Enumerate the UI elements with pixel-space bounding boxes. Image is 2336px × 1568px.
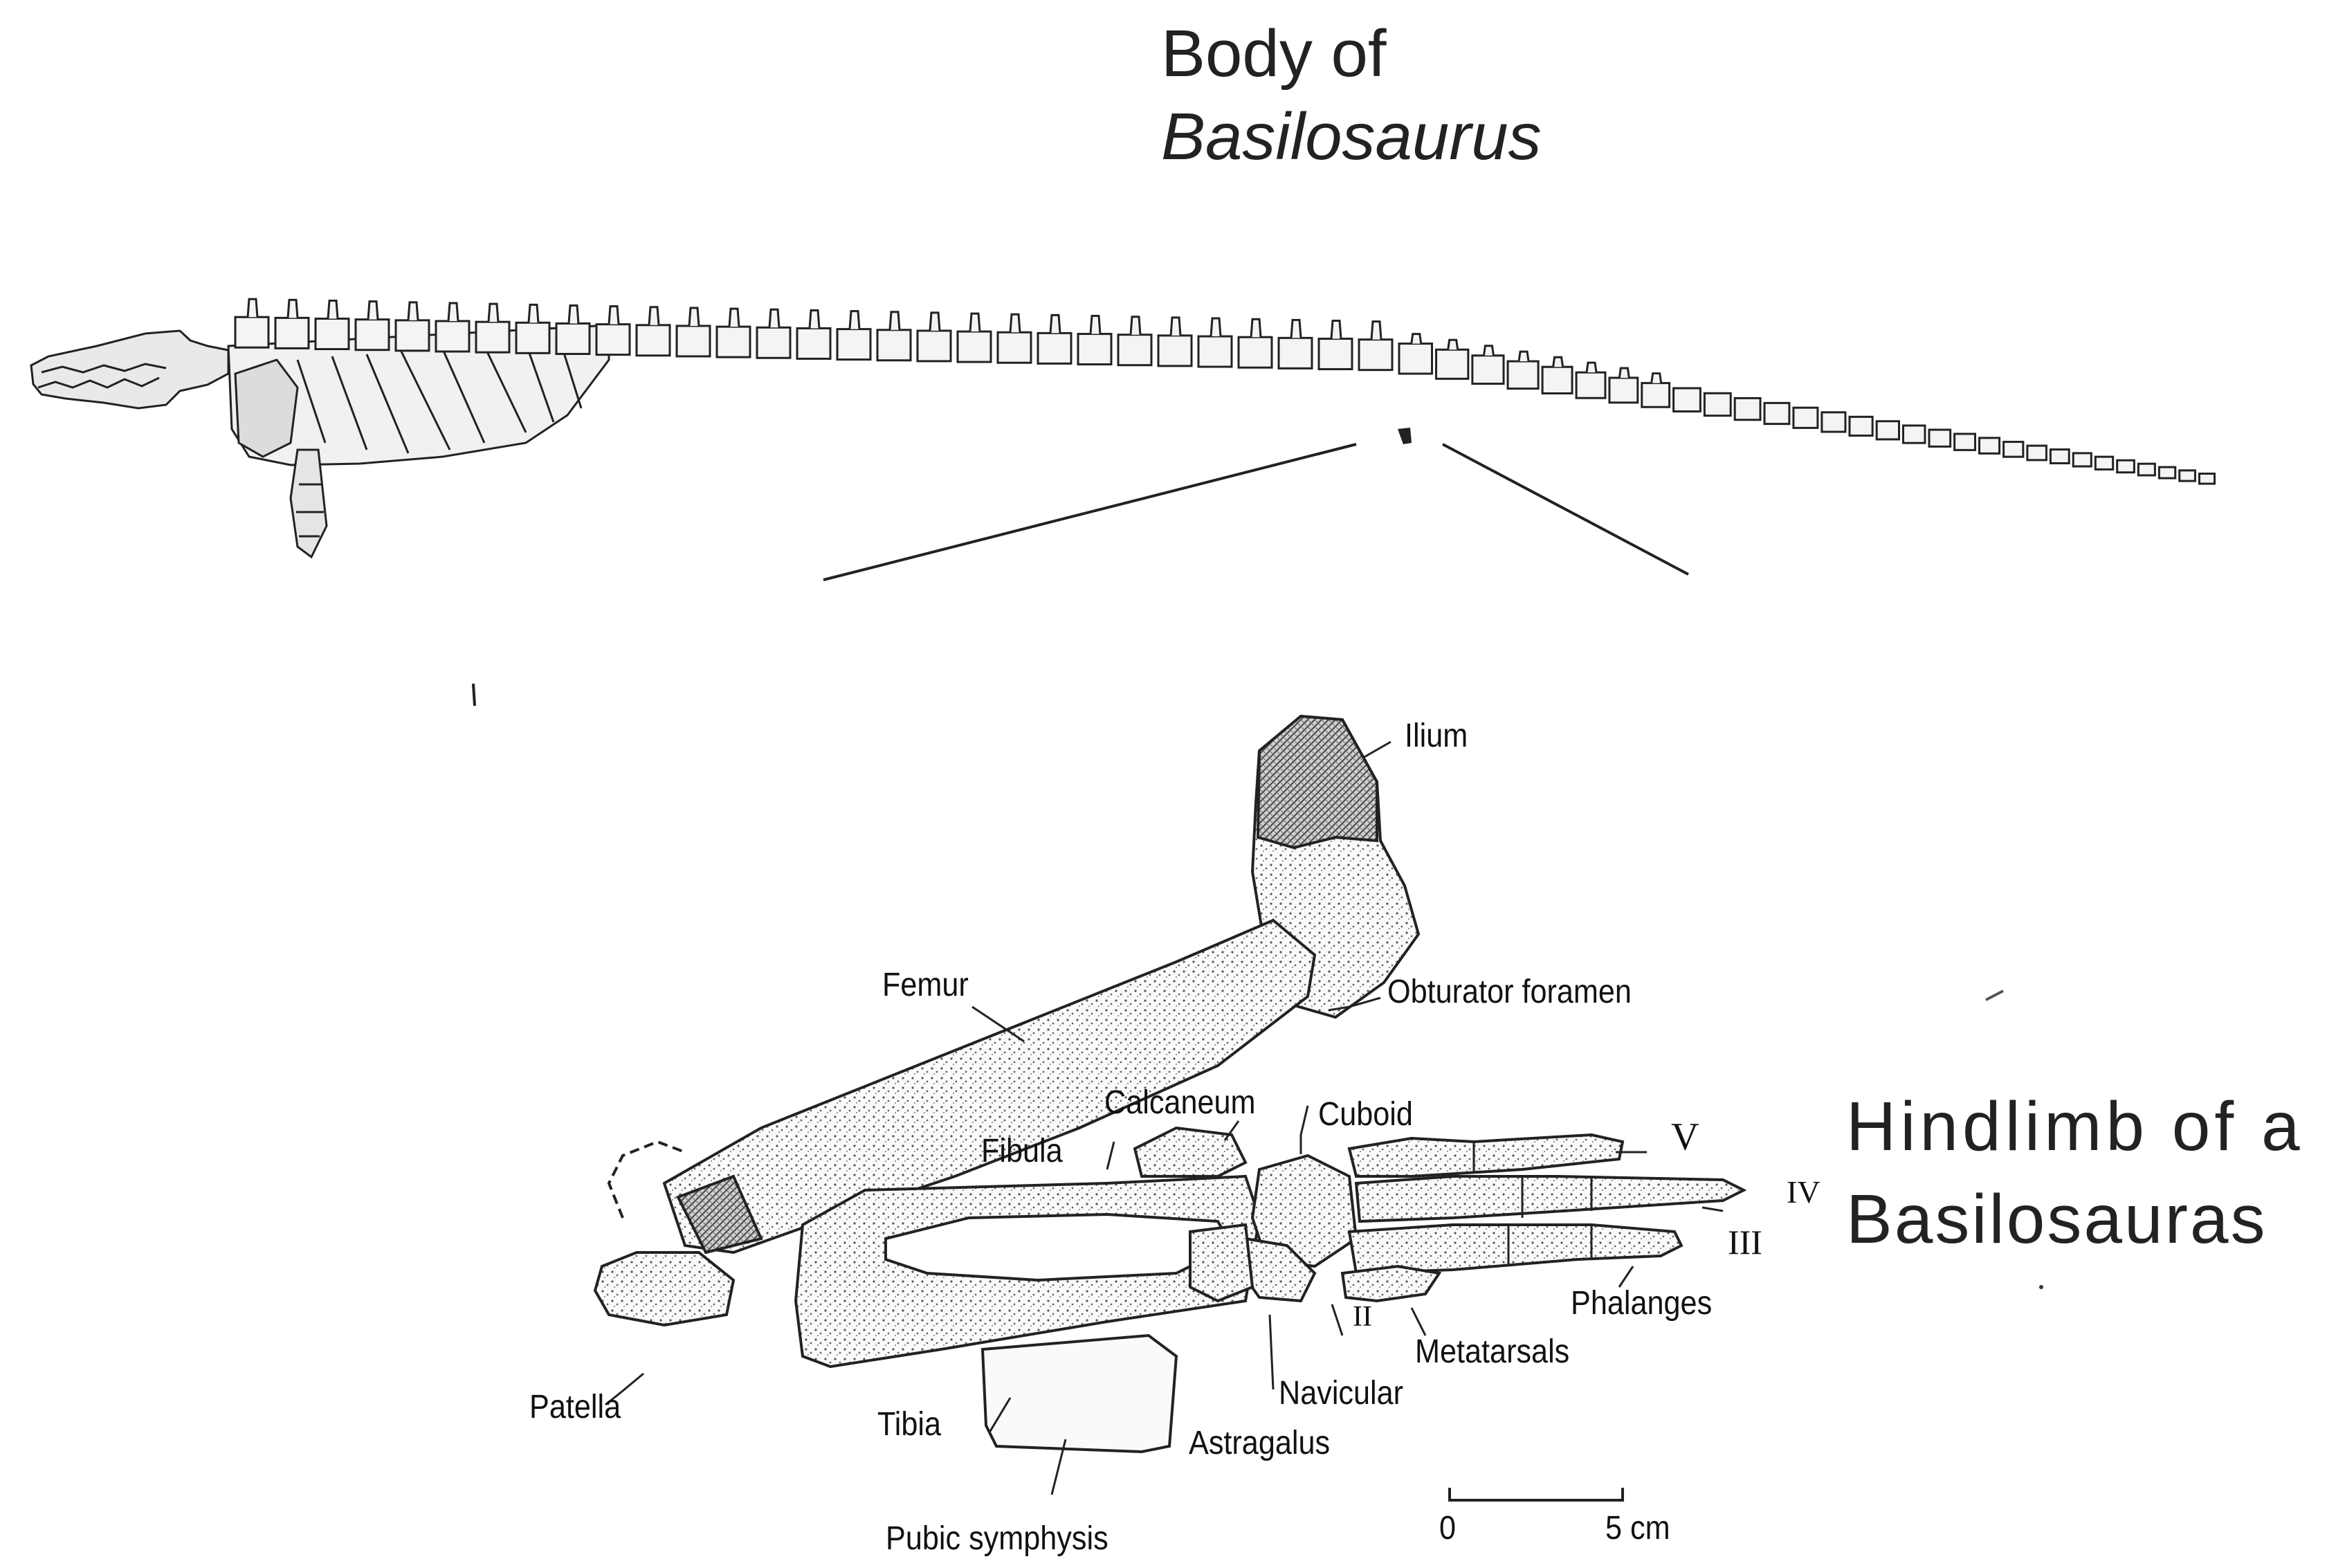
ilium-tip bbox=[1258, 716, 1377, 848]
label-metatarsals: Metatarsals bbox=[1415, 1335, 1569, 1369]
digit-ii bbox=[1342, 1266, 1439, 1301]
astragalus-bone bbox=[1190, 1225, 1252, 1301]
label-fibula: Fibula bbox=[981, 1135, 1063, 1168]
digit-v bbox=[1349, 1135, 1623, 1176]
digit-iv bbox=[1356, 1176, 1744, 1221]
digit-label-ii: II bbox=[1353, 1302, 1372, 1331]
label-phalanges: Phalanges bbox=[1571, 1287, 1712, 1320]
label-patella: Patella bbox=[529, 1391, 621, 1424]
scale-label-end: 5 cm bbox=[1605, 1512, 1670, 1545]
label-navicular: Navicular bbox=[1279, 1377, 1403, 1410]
body-title-line2: Basilosaurus bbox=[1161, 104, 1542, 170]
label-cuboid: Cuboid bbox=[1318, 1098, 1413, 1131]
hindlimb-title-line2: Basilosauras bbox=[1846, 1185, 2267, 1254]
patella-bone bbox=[595, 1252, 733, 1325]
hindlimb-title-line1: Hindlimb of a bbox=[1846, 1092, 2304, 1161]
label-calcaneum: Calcaneum bbox=[1104, 1086, 1256, 1120]
label-tibia: Tibia bbox=[877, 1408, 941, 1441]
label-astragalus: Astragalus bbox=[1189, 1427, 1330, 1460]
label-pubic-symphysis: Pubic symphysis bbox=[886, 1522, 1108, 1556]
label-obturator: Obturator foramen bbox=[1387, 976, 1632, 1009]
tibia-fibula-gap bbox=[886, 1214, 1232, 1280]
scale-label-start: 0 bbox=[1439, 1512, 1456, 1545]
digit-label-v: V bbox=[1671, 1118, 1699, 1156]
label-femur: Femur bbox=[882, 969, 969, 1002]
label-ilium: Ilium bbox=[1405, 720, 1468, 753]
body-title-line1: Body of bbox=[1161, 21, 1387, 87]
digit-label-iv: IV bbox=[1787, 1176, 1821, 1208]
scale-bar bbox=[1450, 1488, 1623, 1500]
pubic-symphysis-bone bbox=[983, 1335, 1176, 1452]
digit-label-iii: III bbox=[1728, 1225, 1762, 1259]
